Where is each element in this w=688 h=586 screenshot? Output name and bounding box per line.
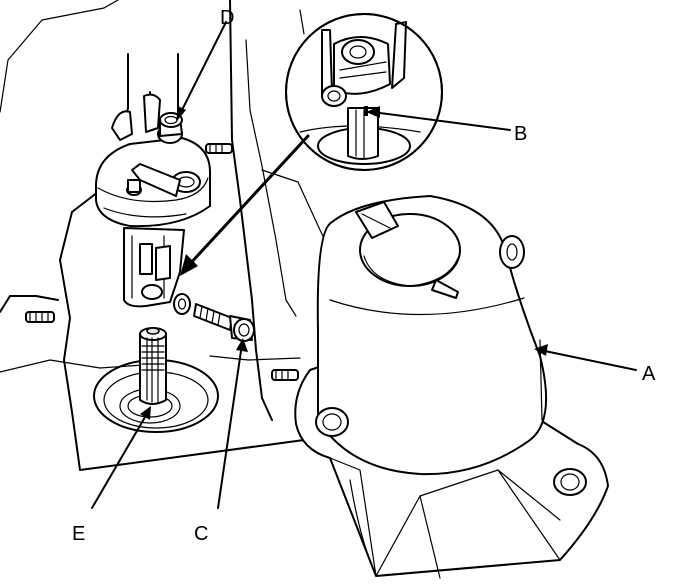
panel-stud-left bbox=[25, 311, 55, 323]
floor-panel bbox=[0, 0, 331, 471]
leader-e bbox=[91, 411, 149, 509]
label-d: D bbox=[220, 7, 234, 29]
label-b: B bbox=[514, 123, 527, 145]
label-c: C bbox=[194, 523, 208, 545]
bolt-d bbox=[157, 112, 183, 144]
pinion-shaft bbox=[139, 327, 167, 405]
label-e: E bbox=[72, 523, 85, 545]
panel-stud-top bbox=[205, 143, 233, 154]
panel-stud-right bbox=[271, 369, 299, 381]
leader-b bbox=[371, 111, 511, 131]
label-a: A bbox=[642, 363, 656, 385]
leader-lines bbox=[91, 21, 637, 509]
bolt-c bbox=[173, 293, 255, 342]
leader-d bbox=[177, 21, 227, 119]
detail-arrow bbox=[180, 134, 310, 276]
leader-c bbox=[217, 343, 243, 509]
steering-joint bbox=[95, 53, 211, 308]
leader-a bbox=[539, 349, 637, 371]
detail-view bbox=[285, 13, 443, 171]
joint-cover-a bbox=[294, 195, 609, 579]
